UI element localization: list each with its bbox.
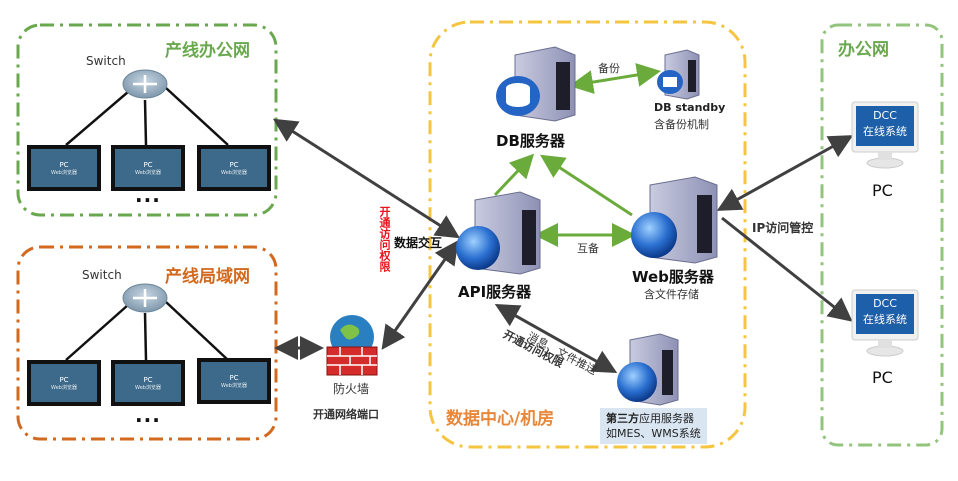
firewall-label: 防火墙 xyxy=(333,382,370,396)
more-pcs-ellipsis: ··· xyxy=(135,188,161,212)
db-standby-icon xyxy=(657,49,700,100)
backup-label: 备份 xyxy=(598,62,620,75)
third-party-label-rest: 应用服务器 xyxy=(639,412,694,425)
third-party-label-bold: 第三方 xyxy=(606,412,639,425)
firewall-note: 开通网络端口 xyxy=(313,408,379,421)
link-web-to-office-pc1 xyxy=(716,135,854,211)
pc-sublabel: Web浏览器 xyxy=(135,384,161,391)
office-pc-label: PC xyxy=(872,181,893,200)
switch-label: Switch xyxy=(86,54,126,68)
link-office-line-to-api xyxy=(272,118,461,239)
pc-sublabel: Web浏览器 xyxy=(221,169,247,176)
link-web-to-office-pc2 xyxy=(721,216,853,322)
db-server-icon xyxy=(496,46,576,122)
office-pc-label: PC xyxy=(872,368,893,387)
screen-line1: DCC xyxy=(873,109,897,122)
third-party-sublabel: 如MES、WMS系统 xyxy=(606,427,701,440)
pc-label: PC xyxy=(59,375,69,384)
db-standby-label: DB standby xyxy=(654,101,726,114)
screen-line1: DCC xyxy=(873,297,897,310)
link-db-backup xyxy=(569,63,661,94)
zone-title-office-line: 产线办公网 xyxy=(165,41,250,61)
web-server-sublabel: 含文件存储 xyxy=(644,288,699,301)
zone-title-datacenter: 数据中心/机房 xyxy=(446,409,555,429)
web-server-icon xyxy=(631,176,718,264)
link-web-to-db xyxy=(539,154,633,217)
data-exchange-label: 数据交互 xyxy=(394,236,443,250)
switch-icon xyxy=(122,283,168,313)
screen-line2: 在线系统 xyxy=(863,125,907,138)
office-pc-screen: DCC 在线系统 xyxy=(856,296,914,328)
pc-label: PC xyxy=(143,160,153,169)
web-server-label: Web服务器 xyxy=(632,268,714,286)
api-server-icon xyxy=(456,191,541,275)
link-firewall-to-api xyxy=(381,240,459,350)
switch-icon xyxy=(122,69,168,99)
pc-sublabel: Web浏览器 xyxy=(51,169,77,176)
more-pcs-ellipsis: ··· xyxy=(135,408,161,432)
office-pc-monitor-icon xyxy=(851,101,919,169)
db-server-label: DB服务器 xyxy=(496,132,565,150)
pc-sublabel: Web浏览器 xyxy=(135,169,161,176)
firewall-icon xyxy=(326,315,378,376)
pc-label: PC xyxy=(143,375,153,384)
pc-sublabel: Web浏览器 xyxy=(221,382,247,389)
zone-title-office: 办公网 xyxy=(838,40,889,60)
access-permission-label: 开通访问权限 xyxy=(378,206,391,272)
mutual-backup-label: 互备 xyxy=(577,242,599,255)
screen-line2: 在线系统 xyxy=(863,313,907,326)
link-api-to-third xyxy=(494,304,618,373)
pc-label: PC xyxy=(229,160,239,169)
switch-label: Switch xyxy=(82,268,122,282)
office-pc-monitor-icon xyxy=(851,289,919,357)
third-party-server-label: 第三方应用服务器 如MES、WMS系统 xyxy=(600,408,707,444)
zone-title-lan-line: 产线局域网 xyxy=(165,267,250,287)
third-party-server-icon xyxy=(617,333,679,406)
zone-office-border xyxy=(820,23,944,447)
api-server-label: API服务器 xyxy=(458,283,532,301)
pc-sublabel: Web浏览器 xyxy=(51,384,77,391)
db-standby-sublabel: 含备份机制 xyxy=(654,118,709,131)
ip-control-label: IP访问管控 xyxy=(752,221,814,235)
pc-label: PC xyxy=(229,373,239,382)
link-api-to-db xyxy=(493,153,535,197)
pc-label: PC xyxy=(59,160,69,169)
office-pc-screen: DCC 在线系统 xyxy=(856,108,914,140)
